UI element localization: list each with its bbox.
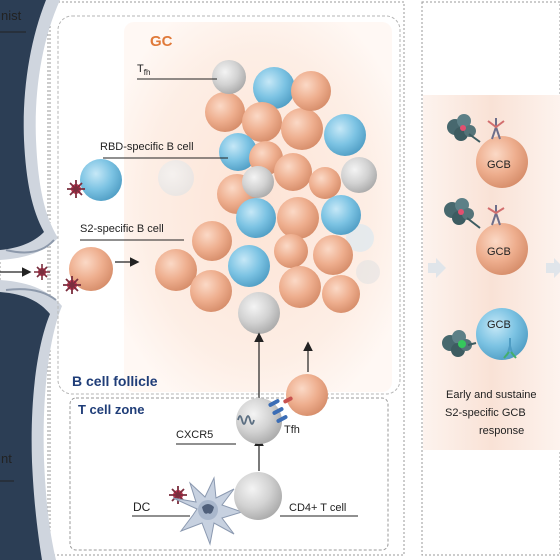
tfh-label: Tfh (284, 424, 300, 436)
b-cell-tfh-contact (286, 374, 328, 416)
lymph-vessel (0, 0, 62, 560)
caption-line-3: response (479, 425, 524, 437)
gc-b-cell-s2 (274, 153, 312, 191)
left-text-bottom: nt (1, 451, 12, 466)
antigen-icon (63, 276, 81, 294)
antigen-particles (34, 180, 187, 504)
gc-b-cell-rbd (321, 195, 361, 235)
bcr-antibody-icon (487, 205, 505, 226)
gcb-cell-3: GCB (442, 308, 528, 360)
gc-b-cell-s2 (277, 197, 319, 239)
transition-arrow-right (546, 258, 560, 278)
gcb-cell-2: GCB (444, 198, 528, 275)
faint-cell (158, 160, 194, 196)
gc-b-cell-rbd (228, 245, 270, 287)
dc-label: DC (133, 500, 151, 514)
gc-b-cell-rbd (253, 67, 295, 109)
s2-b-cell-label: S2-specific B cell (80, 223, 164, 235)
gcb-label-1: GCB (487, 159, 511, 171)
gc-tfh-label-main: T (137, 63, 144, 75)
gc-b-cell-rbd (324, 114, 366, 156)
antigen-icon (169, 486, 187, 504)
t-cell-zone-title: T cell zone (78, 402, 144, 417)
gc-b-cell-s2 (313, 235, 353, 275)
gc-b-cell-s2 (281, 108, 323, 150)
tcr-complex-icon (268, 396, 293, 423)
gc-title: GC (150, 33, 173, 50)
caption-line-1: Early and sustaine (446, 389, 537, 401)
gcb-label-2: GCB (487, 246, 511, 258)
gc-b-cell-s2 (192, 221, 232, 261)
gc-b-cell-rbd (219, 133, 257, 171)
cxcr5-receptor-icon (237, 415, 255, 425)
spike-protein-icon (444, 198, 481, 229)
dendritic-cell-icon (172, 476, 244, 546)
follicle-title: B cell follicle (72, 373, 158, 389)
cd4-t-cell (234, 472, 282, 520)
gc-b-cell-s2 (322, 275, 360, 313)
gc-b-cell-s2 (274, 234, 308, 268)
rbd-b-cell (80, 159, 122, 201)
gc-b-cell-s2 (205, 92, 245, 132)
bcr-antibody-icon (503, 338, 517, 359)
tfh-cell (236, 398, 282, 444)
left-text-top: nist (1, 8, 22, 23)
transition-arrow (428, 258, 446, 278)
s2-b-cell (69, 247, 113, 291)
follicle-border (57, 15, 401, 395)
gc-b-cell-s2 (279, 266, 321, 308)
gc-tfh-label-sub: fh (144, 68, 151, 77)
faint-cell (356, 260, 380, 284)
gc-tfh-cell (212, 60, 246, 94)
spike-protein-icon (447, 114, 481, 143)
gc-b-cell-s2 (242, 102, 282, 142)
gcb-cell-1: GCB (447, 114, 528, 188)
caption-line-2: S2-specific GCB (445, 407, 526, 419)
center-panel-border (49, 1, 405, 556)
left-fragments: nist nt (0, 8, 32, 482)
gc-b-cell-rbd (236, 198, 276, 238)
cxcr5-label: CXCR5 (176, 429, 213, 441)
rbd-b-cell-label: RBD-specific B cell (100, 141, 194, 153)
antigen-icon (34, 264, 50, 280)
bcr-antibody-icon (487, 118, 505, 140)
gc-b-cell-s2 (190, 270, 232, 312)
t-cell-zone-border (69, 397, 389, 551)
gc-tfh-cell (238, 292, 280, 334)
gc-cell-cluster (155, 60, 377, 334)
gc-b-cell-s2 (309, 167, 341, 199)
antigen-icon (67, 180, 85, 198)
gc-tfh-cell (242, 166, 274, 198)
gc-tfh-label: Tfh (137, 63, 150, 77)
cd4-t-cell-label: CD4+ T cell (289, 502, 346, 514)
gc-tfh-cell (341, 157, 377, 193)
spike-protein-icon (442, 330, 477, 357)
gc-b-cell-s2 (155, 249, 197, 291)
gc-b-cell-s2 (291, 71, 331, 111)
gcb-label-3: GCB (487, 319, 511, 331)
right-panel-border (421, 1, 560, 556)
